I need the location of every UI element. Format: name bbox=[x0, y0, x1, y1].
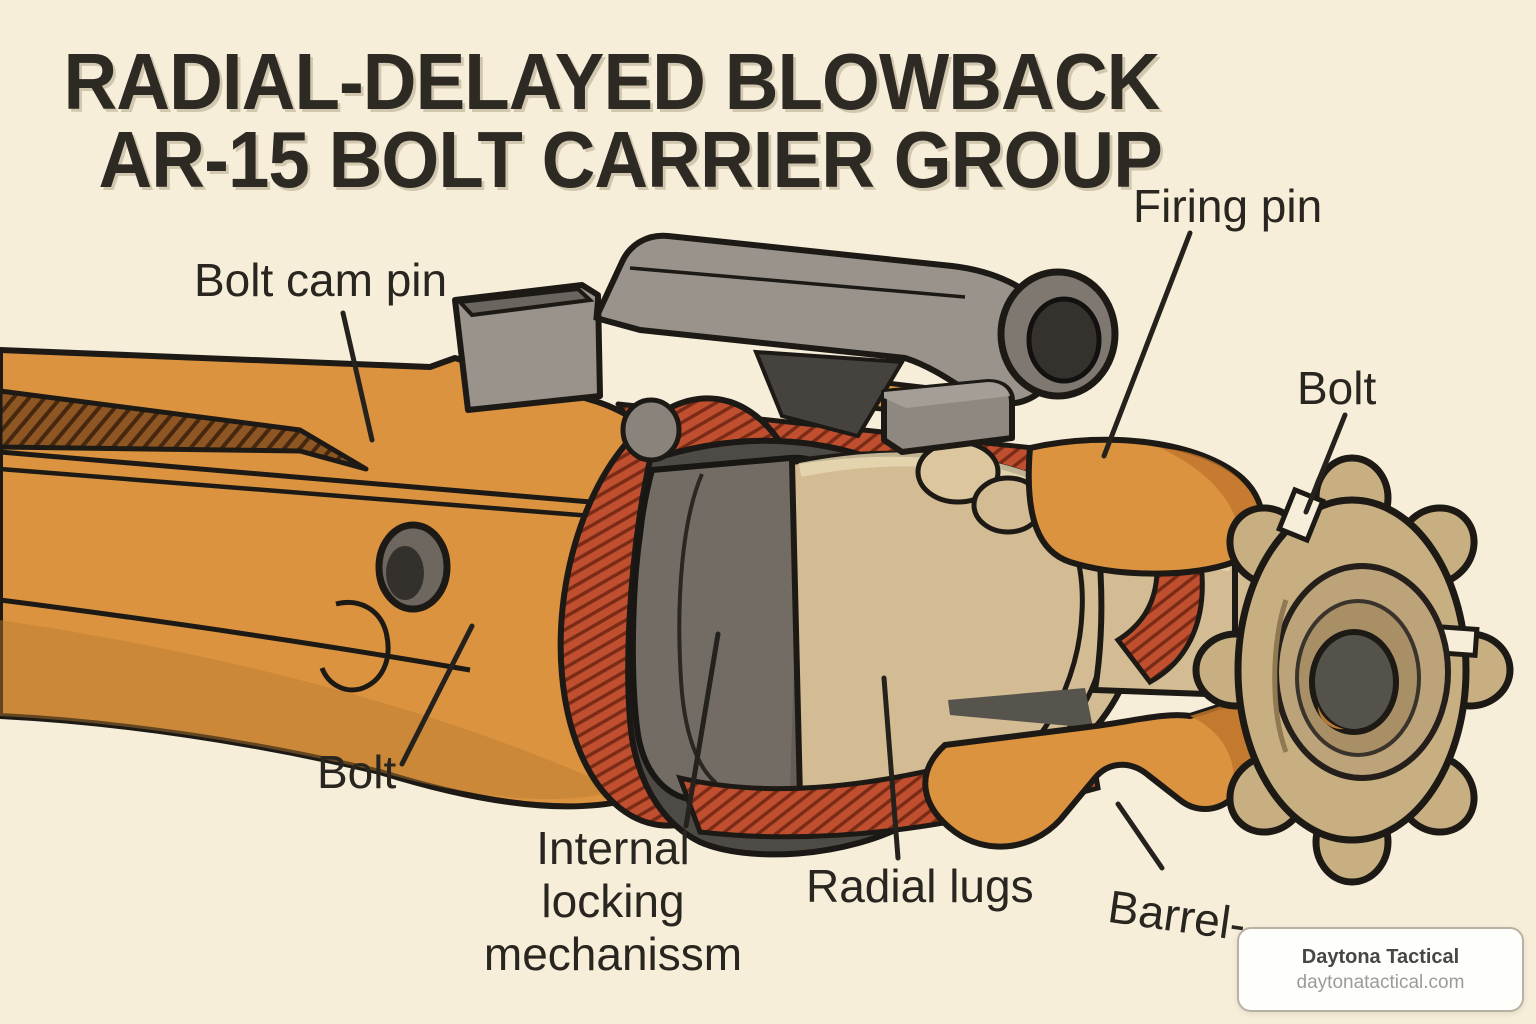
carrier-body bbox=[0, 347, 698, 810]
diagram-title-line1: RADIAL-DELAYED BLOWBACK bbox=[63, 37, 1161, 126]
label-radial-lugs: Radial lugs bbox=[806, 860, 1034, 912]
leader-lines bbox=[340, 230, 1348, 871]
watermark-card: Daytona Tactical daytonatactical.com bbox=[1237, 927, 1524, 1012]
watermark-website: daytonatactical.com bbox=[1296, 971, 1465, 993]
leader-firing-pin bbox=[1101, 230, 1193, 459]
label-internal-line2: locking bbox=[541, 875, 685, 927]
watermark-brand: Daytona Tactical bbox=[1301, 945, 1460, 968]
leader-bolt-lower-left bbox=[399, 623, 475, 767]
gas-key-and-handle bbox=[452, 232, 1119, 463]
leader-internal-locking bbox=[683, 631, 721, 829]
leader-bolt-upper-right bbox=[1303, 412, 1348, 515]
label-bolt-upper-right: Bolt bbox=[1297, 362, 1377, 414]
label-bolt-lower-left: Bolt bbox=[317, 746, 397, 798]
label-internal-locking-mechanism: Internal locking mechanissm bbox=[455, 822, 771, 981]
leader-barrel bbox=[1115, 801, 1165, 871]
bolt-head-lugs bbox=[1192, 454, 1514, 886]
leader-bolt-cam-pin bbox=[340, 310, 375, 443]
label-firing-pin: Firing pin bbox=[1133, 180, 1323, 232]
carrier-front bbox=[676, 436, 1272, 850]
leader-radial-lugs bbox=[881, 675, 901, 861]
label-bolt-cam-pin: Bolt cam pin bbox=[194, 254, 448, 306]
diagram-title-line2: AR-15 BOLT CARRIER GROUP bbox=[98, 115, 1163, 204]
label-internal-line3: mechanissm bbox=[483, 928, 743, 980]
label-internal-line1: Internal bbox=[536, 822, 690, 874]
